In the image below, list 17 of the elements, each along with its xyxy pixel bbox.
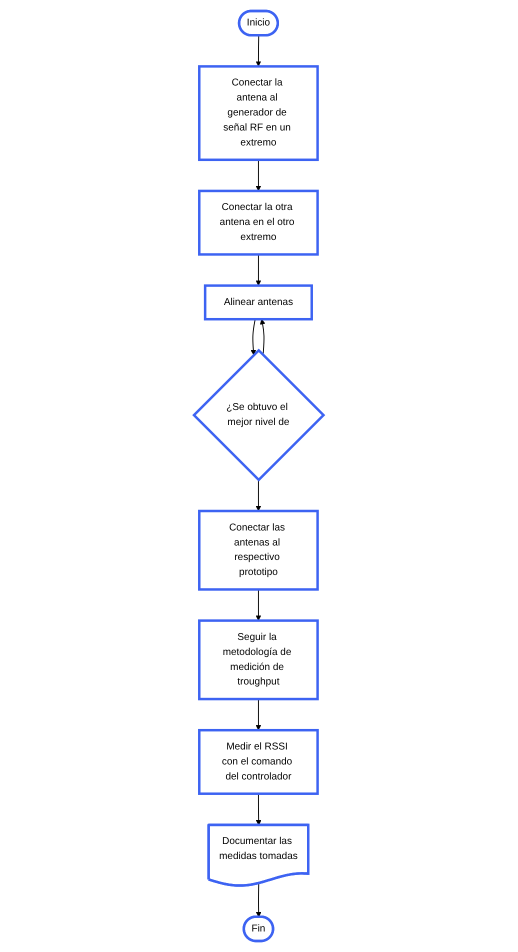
node-box: Medir el RSSI con el comando del controlador [198, 728, 320, 795]
arrow [256, 35, 262, 67]
arrow [256, 882, 262, 918]
node-box: Conectar la antena al generador de señal RF en un extremo [198, 65, 320, 162]
arrow [250, 318, 256, 356]
arrow [260, 318, 266, 356]
arrow [256, 159, 262, 192]
node-box: Conectar la otra antena en el otro extremo [198, 190, 320, 256]
node-diamond: ¿Se obtuvo el mejor nivel de [192, 348, 326, 482]
arrow [256, 589, 262, 621]
node-box: Seguir la metodología de medición de troughput [198, 619, 320, 700]
node-box: Conectar las antenas al respectivo prototipo [198, 510, 320, 591]
arrow [256, 793, 262, 826]
arrow [256, 479, 262, 512]
node-box: Alinear antenas [204, 284, 314, 320]
arrow [256, 698, 262, 730]
arrow [256, 254, 262, 286]
